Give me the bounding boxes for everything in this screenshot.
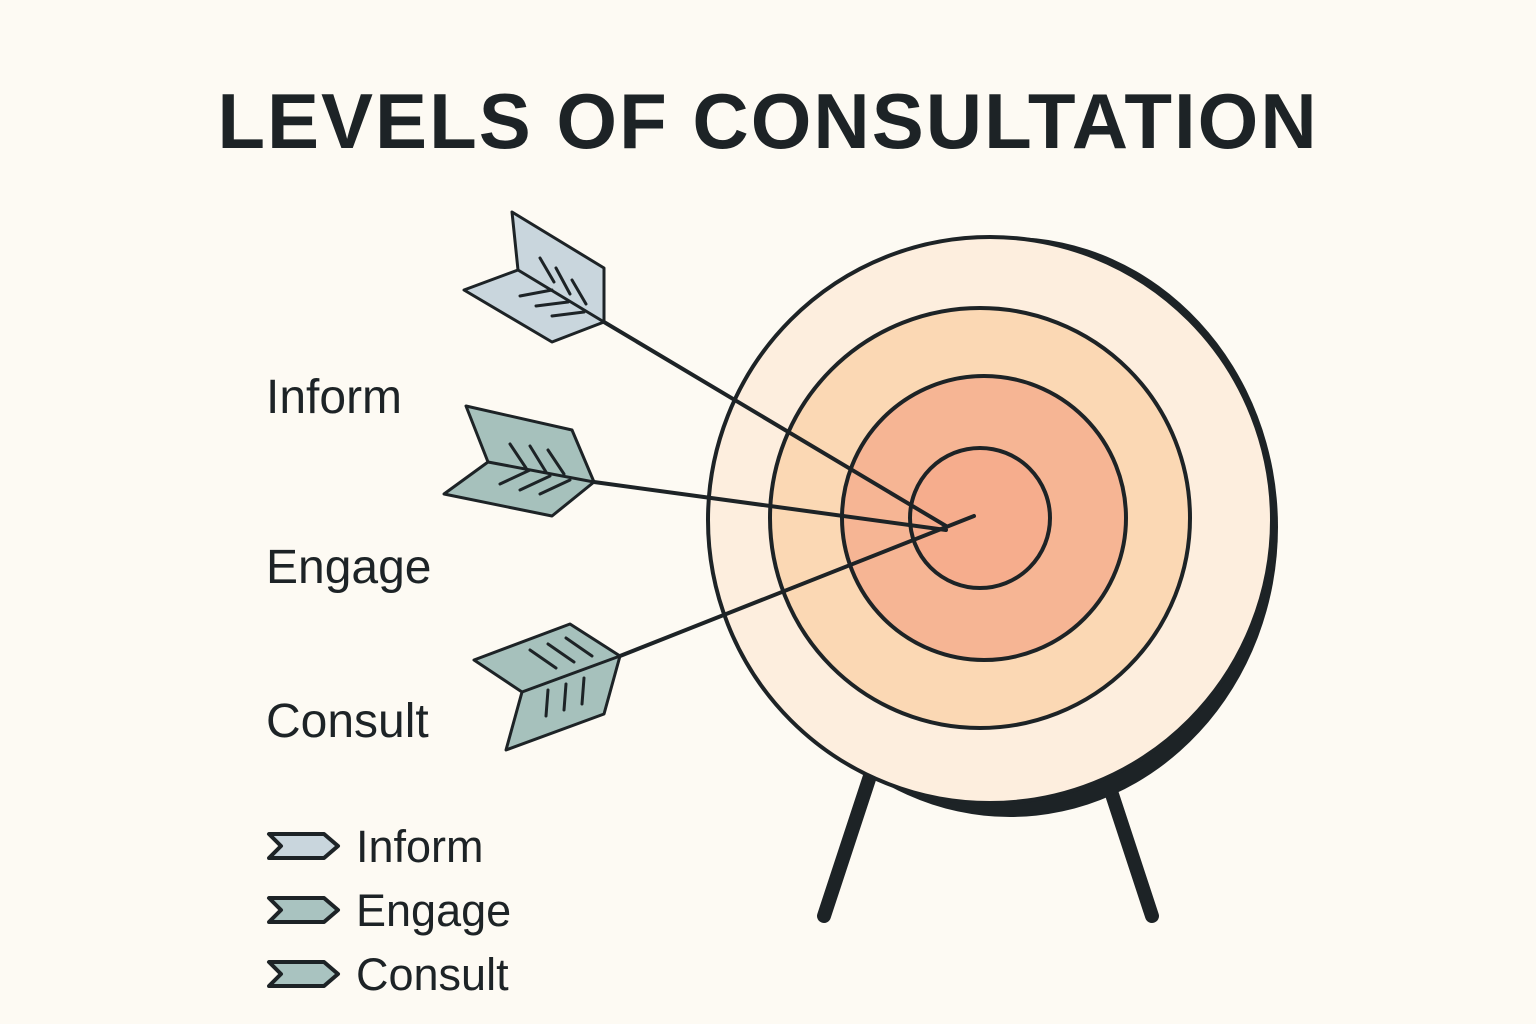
page-title: LEVELS OF CONSULTATION: [217, 77, 1319, 165]
target-bullseye: [908, 446, 1052, 590]
arrow-engage: [442, 404, 948, 532]
label-consult: Consult: [266, 695, 429, 748]
legend-label: Inform: [356, 820, 484, 872]
label-engage: Engage: [266, 541, 432, 594]
arrow-inform: [462, 210, 948, 528]
arrow-fletching-icon: [267, 896, 340, 924]
target-board: [706, 235, 1278, 817]
legend: Inform Engage Consult: [266, 814, 511, 1006]
legend-label: Engage: [356, 884, 512, 936]
arrow-consult: [472, 514, 976, 752]
arrow-fletching-icon: [267, 960, 340, 988]
label-inform: Inform: [266, 371, 403, 424]
legend-item-engage: Engage: [266, 878, 511, 942]
legend-item-consult: Consult: [266, 942, 511, 1006]
arrow-fletching-icon: [267, 832, 340, 860]
legend-label: Consult: [356, 948, 509, 1000]
legend-item-inform: Inform: [266, 814, 511, 878]
